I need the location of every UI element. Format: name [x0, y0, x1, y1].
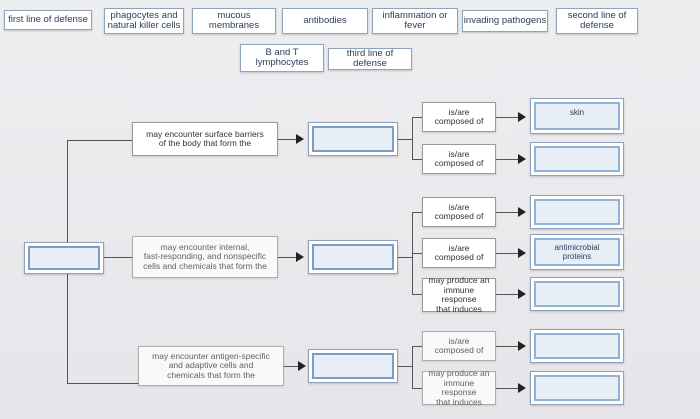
- arrow-line-1: [496, 117, 518, 118]
- arrow-icon-4: [518, 248, 526, 258]
- drop-target-row3-b[interactable]: [530, 371, 624, 405]
- composed-of-label-2: is/are composed of: [422, 144, 496, 174]
- root-to-row2-line: [104, 257, 132, 258]
- row1-to-branch-line: [398, 139, 412, 140]
- row1-branch-a: [412, 117, 422, 118]
- composed-of-label-3: is/are composed of: [422, 197, 496, 227]
- arrow-icon-3: [518, 207, 526, 217]
- drop-target-row1[interactable]: [308, 122, 398, 156]
- immune-response-label-2: may produce an immune response that indu…: [422, 368, 496, 406]
- row3-to-branch-line: [398, 366, 412, 367]
- row3-arrow-line: [284, 366, 298, 367]
- chip-antibodies[interactable]: antibodies: [282, 8, 368, 34]
- drop-target-row2[interactable]: [308, 240, 398, 274]
- composed-of-label-1: is/are composed of: [422, 102, 496, 132]
- composed-of-label-4: is/are composed of: [422, 238, 496, 268]
- row2-arrow-icon: [296, 252, 304, 262]
- chip-invading-pathogens[interactable]: invading pathogens: [462, 10, 548, 32]
- chip-third-line-of-defense[interactable]: third line of defense: [328, 48, 412, 70]
- row3-arrow-icon: [298, 361, 306, 371]
- chip-second-line-of-defense[interactable]: second line of defense: [556, 8, 638, 34]
- row1-branch-vertical: [412, 117, 413, 159]
- drop-target-row3-a[interactable]: [530, 329, 624, 363]
- arrow-line-7: [496, 388, 518, 389]
- row2-arrow-line: [278, 257, 296, 258]
- composed-of-label-5: is/are composed of: [422, 331, 496, 361]
- drop-target-row2-c[interactable]: [530, 277, 624, 311]
- arrow-line-3: [496, 212, 518, 213]
- arrow-line-4: [496, 253, 518, 254]
- arrow-line-6: [496, 346, 518, 347]
- chip-first-line-of-defense[interactable]: first line of defense: [4, 10, 92, 30]
- arrow-icon-2: [518, 154, 526, 164]
- row2-branch-b: [412, 253, 422, 254]
- chip-inflammation-fever[interactable]: inflammation or fever: [372, 8, 458, 34]
- chip-mucous-membranes[interactable]: mucous membranes: [192, 8, 276, 34]
- arrow-icon-7: [518, 383, 526, 393]
- drop-target-row2-a[interactable]: [530, 195, 624, 229]
- arrow-icon-6: [518, 341, 526, 351]
- drop-target-row1-b[interactable]: [530, 142, 624, 176]
- row3-label: may encounter antigen-specific and adapt…: [138, 346, 284, 386]
- drop-target-antimicrobial[interactable]: antimicrobial proteins: [530, 234, 624, 270]
- arrow-line-5: [496, 294, 518, 295]
- drop-target-root[interactable]: [24, 242, 104, 274]
- row1-arrow-icon: [296, 134, 304, 144]
- row1-label: may encounter surface barriers of the bo…: [132, 122, 278, 156]
- drop-target-skin[interactable]: skin: [530, 98, 624, 134]
- row2-to-branch-line: [398, 257, 412, 258]
- row2-label: may encounter internal, fast-responding,…: [132, 236, 278, 278]
- row2-branch-a: [412, 212, 422, 213]
- tree-branch-top: [67, 140, 139, 141]
- arrow-line-2: [496, 159, 518, 160]
- row2-branch-c: [412, 294, 422, 295]
- row3-branch-vertical: [412, 346, 413, 388]
- row1-branch-b: [412, 159, 422, 160]
- chip-b-t-lymphocytes[interactable]: B and T lymphocytes: [240, 44, 324, 72]
- chip-phagocytes-nk-cells[interactable]: phagocytes and natural killer cells: [104, 8, 184, 34]
- arrow-icon-5: [518, 289, 526, 299]
- arrow-icon-1: [518, 112, 526, 122]
- immune-response-label-1: may produce an immune response that indu…: [422, 275, 496, 313]
- row3-branch-a: [412, 346, 422, 347]
- row1-arrow-line: [278, 139, 296, 140]
- tree-branch-bottom: [67, 383, 139, 384]
- drop-target-row3[interactable]: [308, 349, 398, 383]
- row3-branch-b: [412, 388, 422, 389]
